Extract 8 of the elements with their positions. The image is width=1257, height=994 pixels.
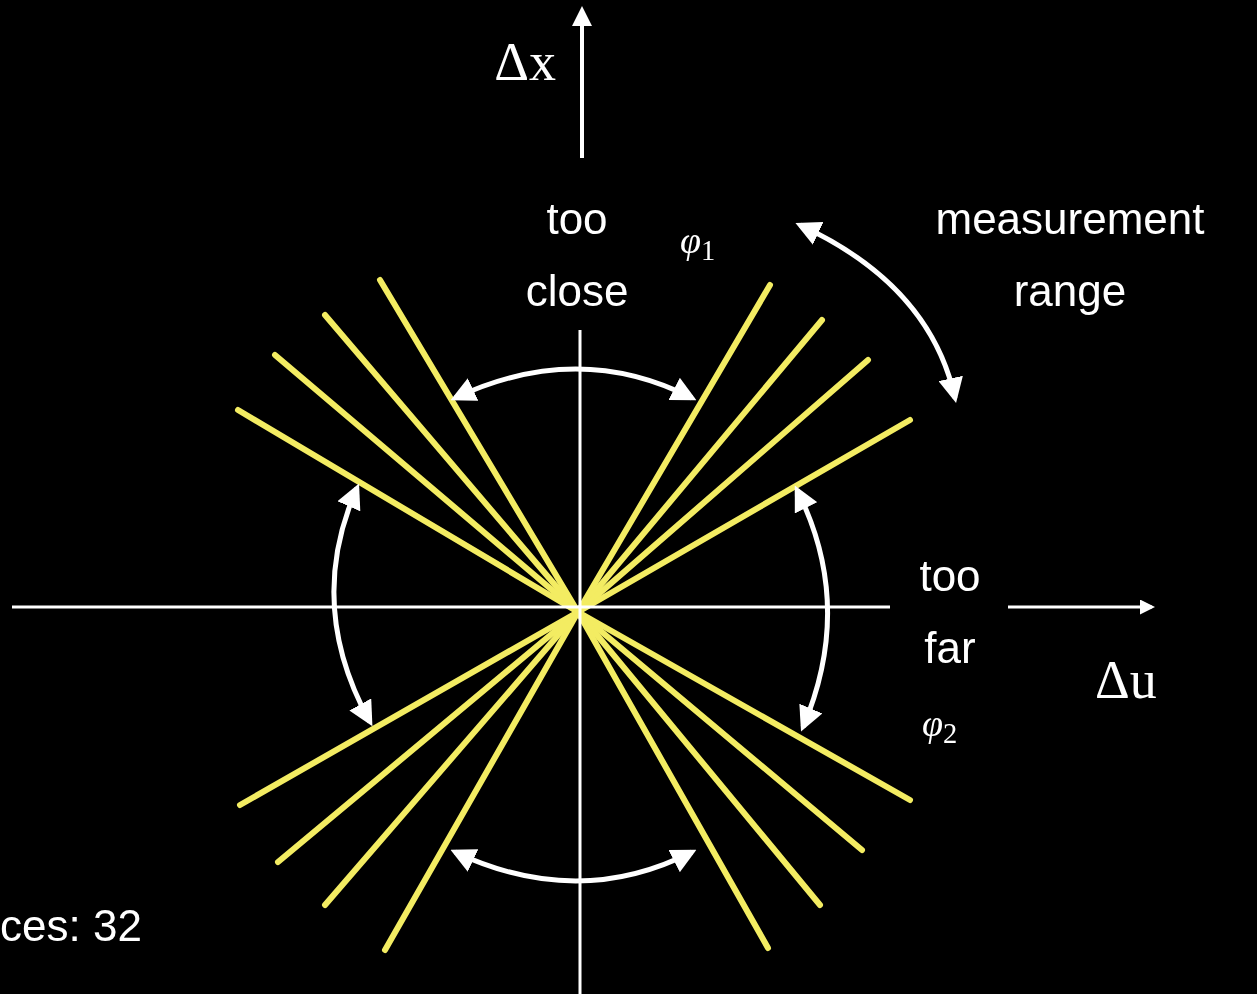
range-label: measurement range (934, 193, 1206, 317)
region-label: too far (918, 550, 982, 674)
region-label: too close (524, 193, 630, 317)
angle-label: φ$_{2}$ (922, 701, 959, 752)
angle-label: φ$_{1}$ (680, 218, 717, 269)
axis-label: Δu (1095, 649, 1158, 712)
axis-label: Δx (493, 31, 556, 94)
note-text: ces: 32 (0, 900, 143, 952)
